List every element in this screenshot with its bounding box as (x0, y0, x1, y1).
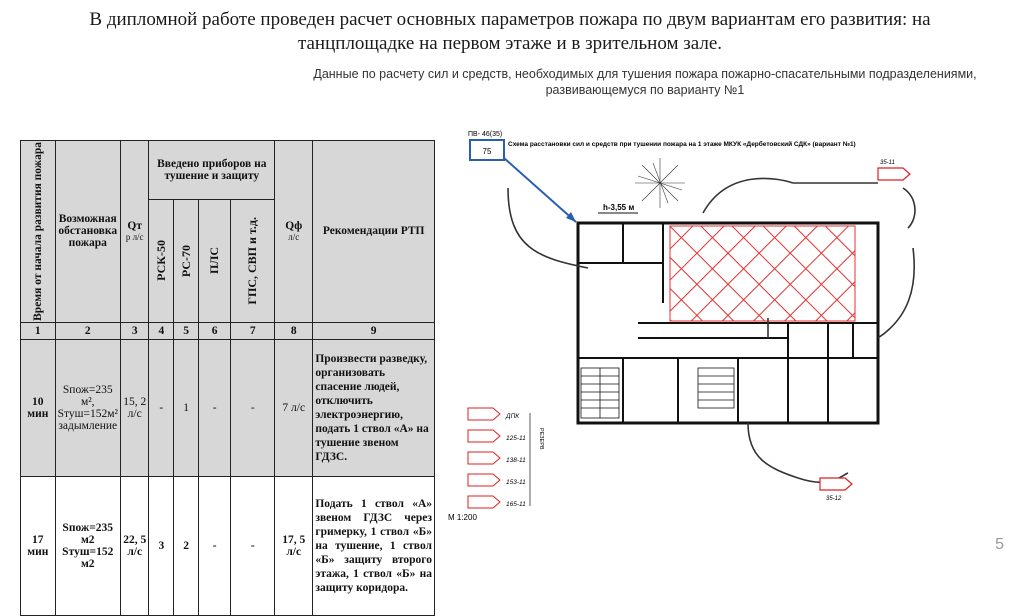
pointer-arrow (566, 212, 576, 222)
cell-gps: - (230, 475, 276, 616)
cell-recommendation: Подать 1 ствол «А» звеном ГДЗС через гри… (312, 475, 435, 616)
header-qf-label: Qф (285, 220, 303, 233)
cell-time: 10 мин (20, 338, 56, 477)
header-rsk50-label: РСК-50 (153, 240, 168, 282)
pv-label: ПВ- 46(35) (468, 131, 502, 138)
header-gps-label: ГПС, СВП и т.д. (245, 216, 260, 305)
engine-label: 138-11 (506, 457, 526, 464)
fire-plan-diagram: ПВ- 46(35) 75 Схема расстановки сил и ср… (448, 131, 916, 522)
column-numbers-row: 1 2 3 4 5 6 7 8 9 (20, 321, 435, 340)
cell-situation: Sпож=235 м2 Sтуш=152 м2 (54, 475, 121, 616)
header-recommendations: Рекомендации РТП (312, 140, 435, 323)
cell-situation-area: Sпож=235 м², Sтуш=152м² (57, 383, 118, 420)
unit-bottom-label: 35-12 (826, 496, 842, 502)
header-qf: Qф л/с (274, 140, 314, 323)
col-number: 6 (197, 321, 232, 340)
col-number: 7 (230, 321, 276, 340)
cell-rsk50: 3 (148, 475, 175, 616)
table-row: 17 мин Sпож=235 м2 Sтуш=152 м2 22, 5 л/с… (20, 475, 435, 616)
header-introduced: Введено приборов на тушение и защиту (148, 140, 276, 200)
interior-walls (578, 223, 878, 423)
height-label: h-3,55 м (603, 203, 634, 212)
col-number: 8 (274, 321, 314, 340)
header-qt-unit: р л/с (125, 232, 144, 243)
col-number: 9 (312, 321, 435, 340)
cell-recommendation: Произвести разведку, организовать спасен… (312, 338, 435, 477)
header-pls: ПЛС (197, 198, 232, 323)
cell-rsk50: - (148, 338, 175, 477)
header-time: Время от начала развития пожара (20, 140, 56, 323)
fire-engine-icon: 35-12 (819, 477, 853, 502)
header-situation: Возможная обстановка пожара (54, 140, 121, 323)
hose-lines (507, 177, 916, 483)
engine-label: ДПК (505, 413, 520, 420)
calc-table: Время от начала развития пожара Возможна… (20, 140, 435, 616)
unit-top-label: 35-11 (880, 160, 895, 166)
col-number: 3 (119, 321, 150, 340)
engine-label: 125-11 (506, 435, 526, 442)
header-qt-label: Qт (127, 220, 142, 233)
engine-label: 153-11 (506, 479, 526, 486)
header-recommendations-label: Рекомендации РТП (322, 225, 425, 238)
fire-area (669, 225, 856, 322)
header-gps: ГПС, СВП и т.д. (230, 198, 276, 323)
cell-rs70: 2 (173, 475, 199, 616)
cell-qf: 17, 5 л/с (274, 475, 314, 616)
header-qt: Qт р л/с (119, 140, 150, 323)
cell-situation-smoke: задымление (58, 419, 118, 432)
legend-vertical-label: РЕЗЕРВ (538, 428, 544, 450)
plan-caption: Схема расстановки сил и средств при туше… (508, 140, 856, 148)
col-number: 2 (54, 321, 121, 340)
cell-qt: 22, 5 л/с (119, 475, 150, 616)
header-introduced-label: Введено приборов на тушение и защиту (157, 157, 267, 182)
col-number: 5 (173, 321, 199, 340)
scale-label: М 1:200 (448, 513, 477, 522)
header-pls-label: ПЛС (207, 247, 222, 275)
cell-rs70: 1 (173, 338, 199, 477)
pv-box-label: 75 (483, 147, 492, 156)
engine-legend: ДПК 125-11 138-11 153-11 165-11 РЕЗЕРВ (467, 407, 544, 509)
header-qf-unit: л/с (288, 232, 300, 243)
slide-subtitle: Данные по расчету сил и средств, необход… (313, 67, 977, 97)
header-rsk50: РСК-50 (148, 198, 175, 323)
table-row: 10 мин Sпож=235 м², Sтуш=152м² задымлени… (20, 338, 435, 477)
engine-label: 165-11 (506, 501, 526, 508)
cell-pls: - (197, 338, 232, 477)
cell-qt: 15, 2 л/с (119, 338, 150, 477)
cell-gps: - (230, 338, 276, 477)
header-situation-label: Возможная обстановка пожара (58, 213, 118, 250)
fire-engine-icon: 35-11 (877, 160, 911, 181)
wind-rose-icon (635, 158, 685, 208)
header-time-label: Время от начала развития пожара (31, 142, 44, 321)
col-number: 1 (20, 321, 56, 340)
header-rs70: РС-70 (173, 198, 199, 323)
page-number: 5 (995, 536, 1004, 553)
pointer-line (503, 157, 577, 223)
cell-qf: 7 л/с (274, 338, 314, 477)
cell-time: 17 мин (20, 475, 56, 616)
pv-box (469, 139, 505, 161)
col-number: 4 (148, 321, 175, 340)
cell-situation-area: Sпож=235 м2 Sтуш=152 м2 (62, 521, 114, 570)
cell-pls: - (197, 475, 232, 616)
slide-title: В дипломной работе проведен расчет основ… (89, 9, 931, 54)
cell-situation: Sпож=235 м², Sтуш=152м² задымление (54, 338, 121, 477)
stairs-icon (580, 367, 735, 419)
header-rs70-label: РС-70 (178, 244, 193, 277)
